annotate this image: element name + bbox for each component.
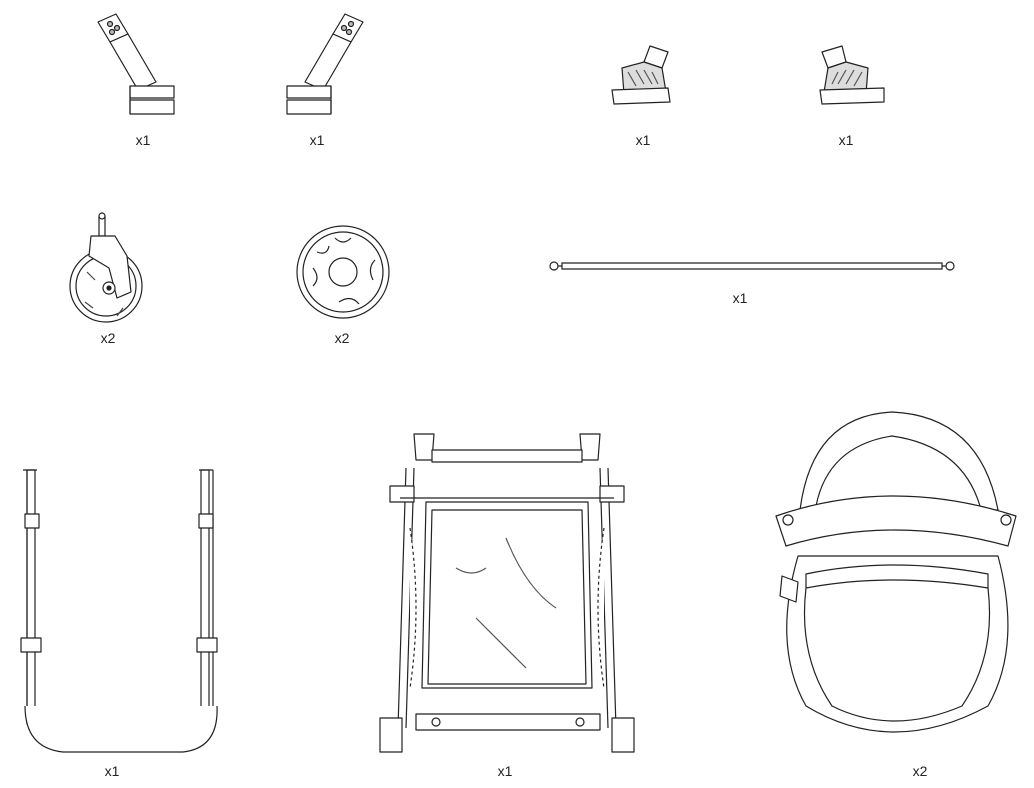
rear-wheel-drawing	[295, 224, 391, 320]
quantity-label: x2	[334, 330, 350, 346]
quantity-label: x1	[309, 132, 325, 148]
quantity-label: x2	[912, 763, 928, 779]
stroller-frame-drawing	[376, 428, 638, 758]
right-adapter-lower-drawing	[808, 42, 888, 108]
left-adapter-lower-drawing	[610, 42, 682, 108]
rear-axle-drawing	[548, 258, 956, 274]
left-adapter-upper-drawing	[90, 12, 176, 120]
bassinet-drawing	[772, 406, 1022, 756]
quantity-label: x1	[732, 290, 748, 306]
quantity-label: x1	[104, 763, 120, 779]
quantity-label: x1	[135, 132, 151, 148]
right-adapter-upper-drawing	[285, 12, 371, 120]
quantity-label: x2	[100, 330, 116, 346]
handlebar-drawing	[15, 466, 225, 762]
quantity-label: x1	[838, 132, 854, 148]
quantity-label: x1	[497, 763, 513, 779]
front-swivel-wheel-drawing	[65, 212, 151, 324]
quantity-label: x1	[635, 132, 651, 148]
